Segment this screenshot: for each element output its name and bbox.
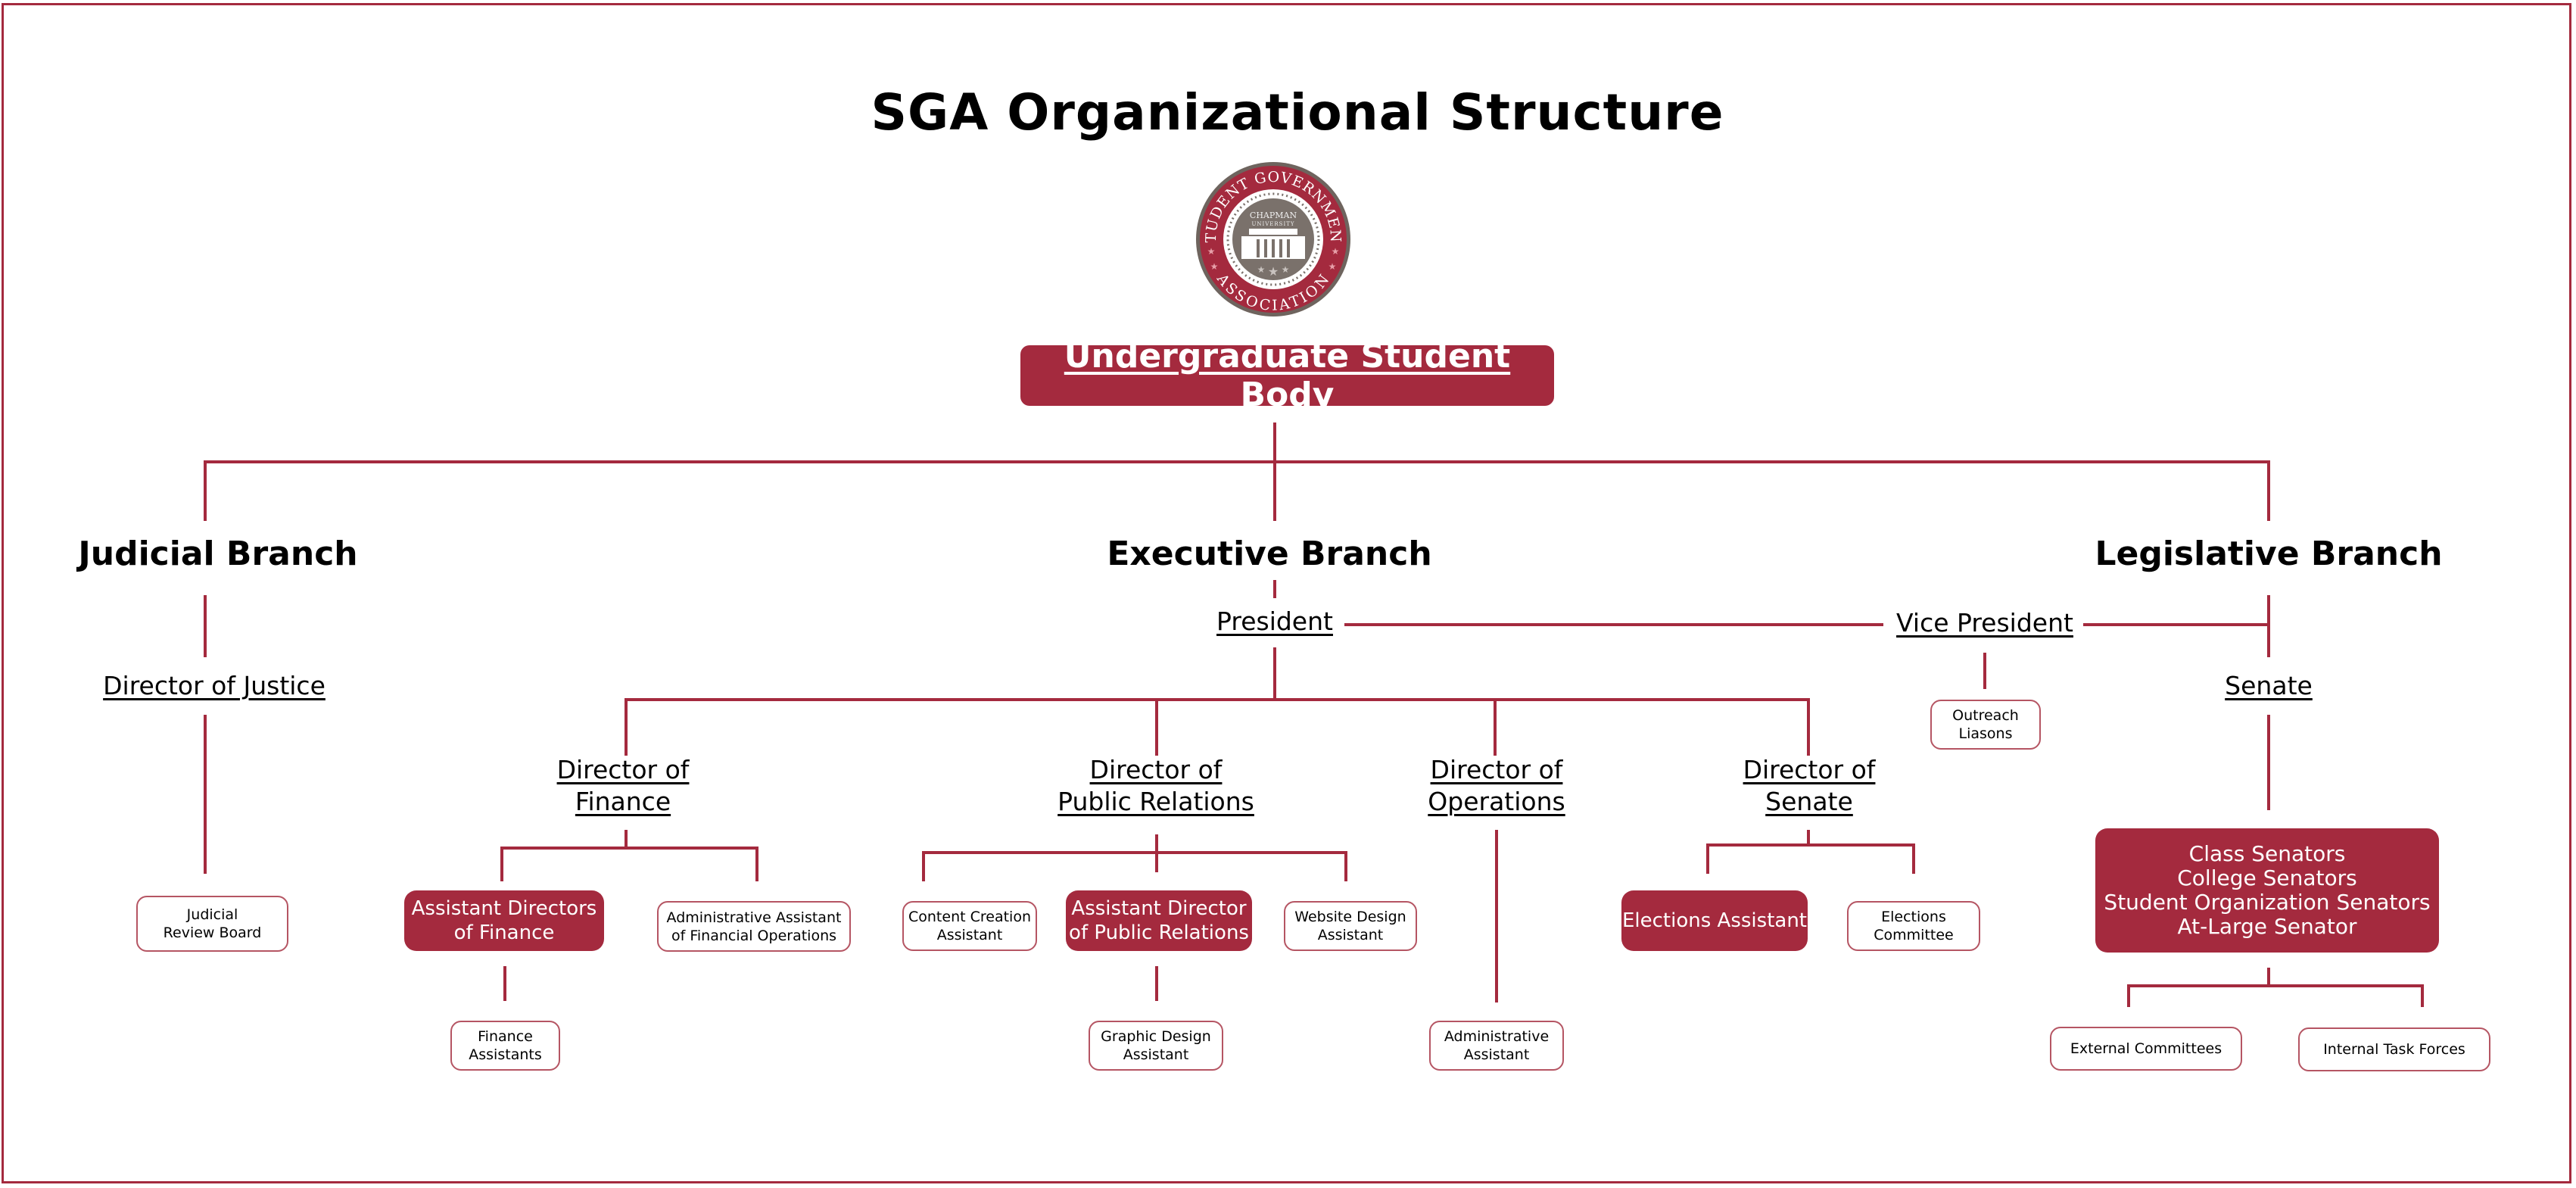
connector-operations-down [1495,830,1498,1002]
seal-center-line1: CHAPMAN [1250,210,1297,220]
connector-operations-drop [1494,698,1497,756]
connector-senate-dir-bar [1706,843,1915,847]
connector-directors-bar [625,698,1810,701]
connector-senators-down [2267,968,2270,986]
senate[interactable]: Senate [2225,671,2313,700]
elections-assistant-box[interactable]: Elections Assistant [1621,890,1808,951]
page-title: SGA Organizational Structure [871,83,1724,142]
sga-seal-logo: STUDENT GOVERNMENT ASSOCIATION CHAPMAN U… [1189,148,1352,318]
connector-pr-right [1344,851,1347,881]
page-frame [2,3,2571,1183]
connector-senate-dir-down [1807,830,1810,843]
director-of-justice[interactable]: Director of Justice [103,671,326,700]
judicial-branch-title: Judicial Branch [78,535,358,573]
connector-senate-dir-right [1912,843,1915,874]
svg-text:★: ★ [1332,246,1340,257]
svg-text:★: ★ [1257,264,1266,275]
seal-side-stars-icon: ★ ★ ★ ★ [1207,246,1340,272]
svg-text:★: ★ [1328,261,1337,272]
seal-stars-icon: ★ ★ ★ [1257,264,1290,279]
connector-finance-down [625,830,628,848]
connector-finance-assistants [503,966,506,1001]
connector-exec-title-down [1273,580,1276,598]
connector-senate-down [2267,715,2270,810]
connector-president-vp [1344,623,1883,626]
connector-root-down [1273,423,1276,521]
svg-text:★: ★ [1268,264,1279,279]
senators-item: At-Large Senator [2177,914,2357,939]
senators-box[interactable]: Class Senators College Senators Student … [2095,828,2439,953]
connector-judicial-title-down [204,595,207,657]
senators-item: Class Senators [2188,841,2346,866]
connector-legislative-drop [2267,460,2270,521]
connector-president-down [1273,647,1276,700]
connector-finance-right [755,847,758,881]
connector-pr-bar [922,851,1347,854]
executive-branch-title: Executive Branch [1107,535,1432,573]
connector-vp-down [1983,653,1986,689]
svg-text:★: ★ [1210,261,1219,272]
connector-branches-bar [204,460,2270,463]
external-committees-box[interactable]: External Committees [2050,1027,2242,1071]
svg-text:★: ★ [1207,246,1216,257]
connector-senators-right [2421,984,2424,1007]
connector-justice-down [204,715,207,874]
connector-pr-drop [1155,698,1158,756]
connector-senate-dir-left [1706,843,1709,874]
president[interactable]: President [1216,606,1333,636]
undergraduate-student-body-box[interactable]: Undergraduate Student Body [1020,337,1554,414]
connector-finance-drop [625,698,628,756]
senators-item: Student Organization Senators [2104,890,2431,915]
internal-task-forces-box[interactable]: Internal Task Forces [2298,1027,2490,1071]
building-icon [1241,229,1305,259]
connector-vp-legislative [2083,623,2270,626]
connector-finance-left [500,847,503,881]
connector-senate-dir-drop [1807,698,1810,756]
vice-president[interactable]: Vice President [1896,608,2073,638]
connector-senators-bar [2127,984,2424,987]
connector-pr-left [922,851,925,881]
svg-text:★: ★ [1282,264,1290,275]
connector-graphic-design [1155,966,1158,1001]
connector-finance-bar [500,847,758,850]
connector-senators-left [2127,984,2130,1007]
connector-judicial-drop [204,460,207,521]
connector-legislative-title-down [2267,595,2270,657]
seal-center-line2: UNIVERSITY [1251,221,1294,227]
legislative-branch-title: Legislative Branch [2095,535,2443,573]
senators-item: College Senators [2177,865,2357,890]
